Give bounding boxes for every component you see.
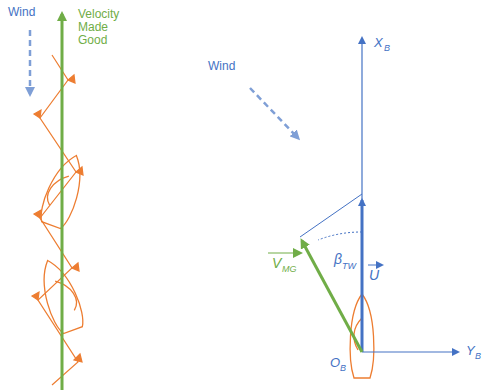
angle-subscript: TW [342,262,356,272]
origin-subscript: B [340,364,346,374]
xb-axis [361,38,362,352]
origin-label: O [330,356,340,370]
axis-label: Y [466,344,475,358]
yb-axis [362,351,458,352]
wind-arrow [250,88,298,138]
angle-label: β [334,252,342,267]
vmg-arrow [61,14,64,390]
vector-label: V [272,256,281,271]
vector-label: U [369,268,379,283]
vmg-vector [302,241,362,352]
axis-subscript: B [475,352,481,362]
vector-overarrow [368,265,382,266]
tacking-path [32,55,83,385]
vector-subscript: MG [282,265,297,275]
wind-label: Wind [8,6,35,19]
wind-arrow [29,30,32,94]
axis-subscript: B [384,44,390,54]
vmg-title: Velocity Made Good [78,8,134,48]
wind-label: Wind [208,60,235,73]
u-vector [361,200,364,352]
projection-line [300,194,362,237]
axis-label: X [374,36,383,50]
vector-overarrow [268,253,300,254]
angle-arc [318,232,362,240]
